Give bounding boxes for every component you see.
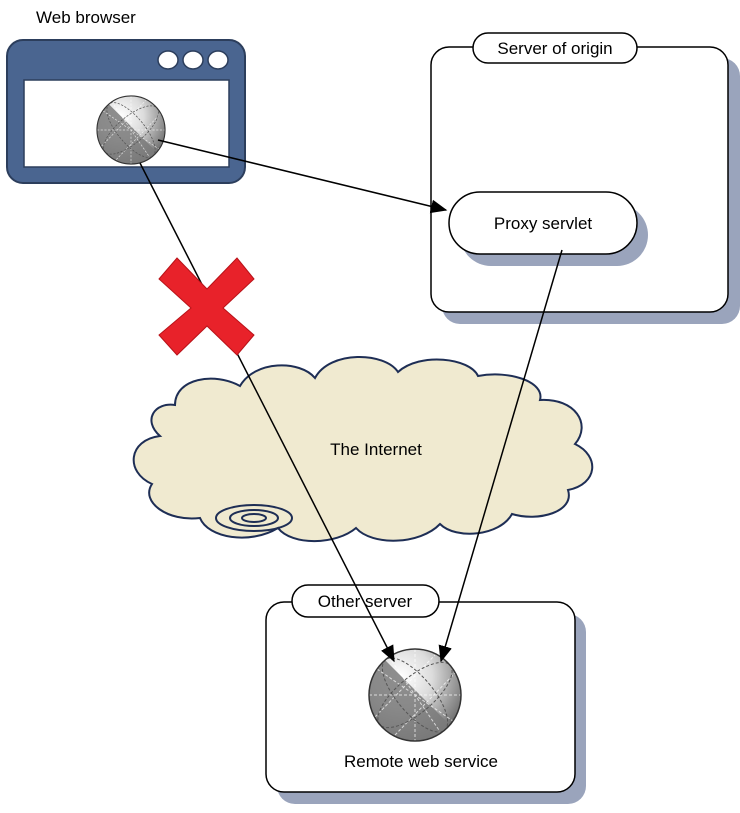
arrow-browser-to-proxy (157, 139, 448, 214)
browser-window-buttons (157, 50, 229, 70)
origin-server-box (430, 46, 729, 313)
remote-service-globe-icon (367, 647, 463, 743)
other-server: Other server Remote web service (265, 584, 586, 804)
connections (139, 139, 563, 663)
browser-globe-icon (95, 94, 167, 166)
internet-cloud-shape (132, 356, 594, 543)
arrow-proxy-to-remote-service (438, 249, 563, 663)
origin-server-tab (472, 32, 638, 64)
arrow-browser-to-remote-service-blocked (139, 162, 395, 663)
internet-cloud-swirl (215, 504, 293, 532)
origin-server: Server of origin Proxy servlet (430, 32, 740, 324)
blocked-cross-icon (158, 257, 255, 356)
origin-server-label: Server of origin (497, 39, 612, 58)
internet-label: The Internet (330, 440, 422, 459)
internet-cloud: The Internet (132, 356, 594, 543)
web-browser-label: Web browser (36, 8, 136, 27)
proxy-servlet-node (448, 191, 638, 255)
web-browser: Web browser (6, 8, 246, 184)
proxy-servlet-label: Proxy servlet (494, 214, 593, 233)
other-server-tab (291, 584, 440, 618)
other-server-label: Other server (318, 592, 413, 611)
remote-service-label: Remote web service (344, 752, 498, 771)
